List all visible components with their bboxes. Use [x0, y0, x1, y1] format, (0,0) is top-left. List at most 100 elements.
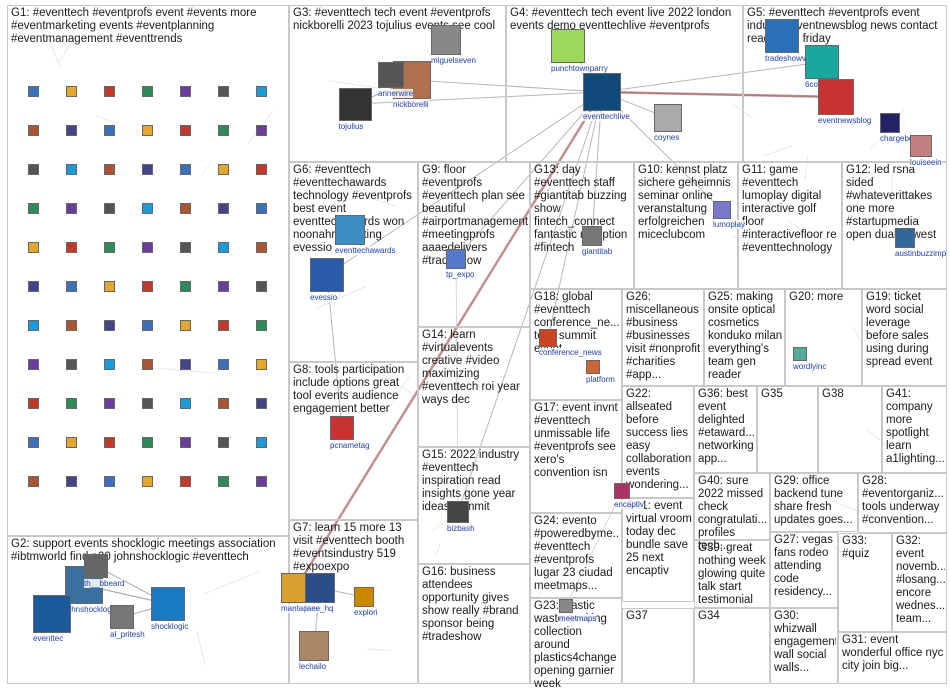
vertex-icon[interactable] — [256, 86, 267, 97]
vertex-icon[interactable] — [256, 320, 267, 331]
vertex-icon[interactable] — [66, 281, 77, 292]
vertex-icon[interactable] — [180, 86, 191, 97]
vertex-icon[interactable] — [256, 125, 267, 136]
vertex-icon[interactable] — [180, 359, 191, 370]
vertex-platform[interactable] — [586, 360, 600, 374]
vertex-icon[interactable] — [28, 398, 39, 409]
vertex-icon[interactable] — [256, 242, 267, 253]
vertex-icon[interactable] — [256, 398, 267, 409]
vertex-icon[interactable] — [180, 164, 191, 175]
vertex-al-pritesh[interactable] — [110, 605, 134, 629]
vertex-icon[interactable] — [142, 203, 153, 214]
vertex-icon[interactable] — [104, 125, 115, 136]
vertex-icon[interactable] — [218, 320, 229, 331]
vertex-icon[interactable] — [142, 359, 153, 370]
vertex-icon[interactable] — [218, 398, 229, 409]
vertex-icon[interactable] — [28, 125, 39, 136]
vertex-eventtechawards[interactable] — [335, 215, 365, 245]
vertex-icon[interactable] — [28, 476, 39, 487]
vertex-lechailo[interactable] — [299, 631, 329, 661]
vertex-icon[interactable] — [104, 398, 115, 409]
vertex-punchtownparry[interactable] — [551, 29, 585, 63]
vertex-icon[interactable] — [142, 281, 153, 292]
vertex-eventtec[interactable] — [33, 595, 71, 633]
vertex-pcnametag[interactable] — [330, 416, 354, 440]
vertex-icon[interactable] — [218, 359, 229, 370]
vertex-icon[interactable] — [218, 164, 229, 175]
vertex-icon[interactable] — [66, 164, 77, 175]
vertex-icon[interactable] — [142, 476, 153, 487]
vertex-meetmaps[interactable] — [559, 599, 573, 613]
vertex-eventnewsblog[interactable] — [818, 79, 854, 115]
vertex-icon[interactable] — [142, 320, 153, 331]
vertex-coynes[interactable] — [654, 104, 682, 132]
vertex-icon[interactable] — [180, 437, 191, 448]
vertex-tojulius[interactable] — [339, 88, 372, 121]
vertex-icon[interactable] — [256, 281, 267, 292]
vertex-icon[interactable] — [28, 164, 39, 175]
vertex-encaptiv[interactable] — [614, 483, 630, 499]
vertex-icon[interactable] — [180, 203, 191, 214]
vertex-louiseein[interactable] — [910, 135, 932, 157]
vertex-icon[interactable] — [66, 242, 77, 253]
vertex-icon[interactable] — [256, 437, 267, 448]
vertex-icon[interactable] — [180, 476, 191, 487]
vertex-icon[interactable] — [104, 242, 115, 253]
vertex-icon[interactable] — [256, 203, 267, 214]
vertex-icon[interactable] — [104, 281, 115, 292]
vertex-icon[interactable] — [218, 86, 229, 97]
vertex-icon[interactable] — [104, 203, 115, 214]
vertex-eventtechlive[interactable] — [583, 73, 621, 111]
vertex-icon[interactable] — [142, 86, 153, 97]
vertex-icon[interactable] — [180, 281, 191, 292]
vertex-icon[interactable] — [104, 320, 115, 331]
vertex-icon[interactable] — [104, 437, 115, 448]
vertex-icon[interactable] — [218, 437, 229, 448]
vertex-icon[interactable] — [66, 203, 77, 214]
vertex-icon[interactable] — [142, 437, 153, 448]
vertex-icon[interactable] — [142, 164, 153, 175]
vertex-icon[interactable] — [142, 242, 153, 253]
vertex-miguelseven[interactable] — [431, 25, 461, 55]
vertex-icon[interactable] — [28, 86, 39, 97]
vertex-icon[interactable] — [218, 242, 229, 253]
vertex-icon[interactable] — [256, 359, 267, 370]
vertex-icon[interactable] — [66, 125, 77, 136]
vertex-icon[interactable] — [142, 398, 153, 409]
vertex-icon[interactable] — [218, 476, 229, 487]
vertex-icon[interactable] — [28, 242, 39, 253]
vertex-icon[interactable] — [180, 125, 191, 136]
vertex-tp-expo[interactable] — [446, 249, 466, 269]
vertex-icon[interactable] — [180, 398, 191, 409]
vertex-icon[interactable] — [180, 320, 191, 331]
vertex-icon[interactable] — [28, 320, 39, 331]
vertex-icon[interactable] — [256, 476, 267, 487]
vertex-icon[interactable] — [28, 359, 39, 370]
vertex-icon[interactable] — [104, 86, 115, 97]
vertex-icon[interactable] — [256, 164, 267, 175]
vertex-icon[interactable] — [28, 203, 39, 214]
vertex-icon[interactable] — [218, 203, 229, 214]
vertex-icon[interactable] — [142, 125, 153, 136]
vertex-lumoplay[interactable] — [713, 201, 731, 219]
vertex-bizbash[interactable] — [447, 501, 469, 523]
vertex-austinbuzzimp[interactable] — [895, 228, 915, 248]
vertex-icon[interactable] — [104, 476, 115, 487]
vertex-icon[interactable] — [66, 398, 77, 409]
vertex-evessio[interactable] — [310, 258, 344, 292]
vertex-annerwire[interactable] — [378, 62, 404, 88]
vertex-icon[interactable] — [28, 437, 39, 448]
vertex-icon[interactable] — [66, 320, 77, 331]
vertex-giantitab[interactable] — [582, 226, 602, 246]
vertex-icon[interactable] — [218, 281, 229, 292]
vertex-explori[interactable] — [354, 587, 374, 607]
vertex-icon[interactable] — [218, 125, 229, 136]
vertex-conference-news[interactable] — [539, 329, 557, 347]
vertex-icon[interactable] — [66, 359, 77, 370]
vertex-chargebox[interactable] — [880, 113, 900, 133]
vertex-icon[interactable] — [66, 476, 77, 487]
vertex-iaee-hq[interactable] — [305, 573, 335, 603]
vertex-icon[interactable] — [104, 359, 115, 370]
vertex-icon[interactable] — [180, 242, 191, 253]
vertex-shocklogic[interactable] — [151, 587, 185, 621]
